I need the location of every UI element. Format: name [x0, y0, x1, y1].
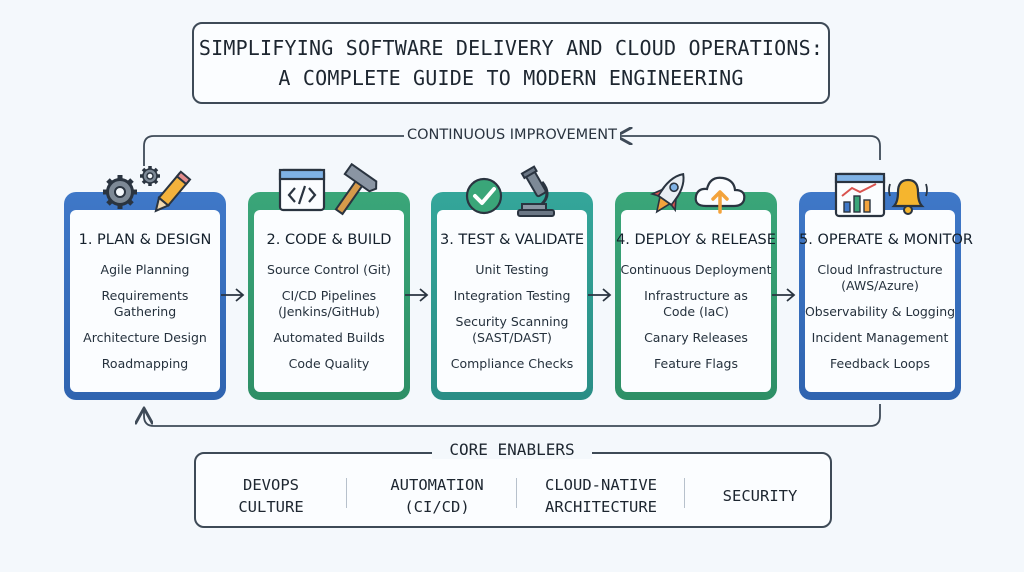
list-item: Unit Testing: [475, 262, 549, 277]
pencil-icon: [154, 170, 192, 213]
list-item: Agile Planning: [100, 262, 190, 277]
enabler-cloud-native: CLOUD-NATIVE ARCHITECTURE: [545, 476, 657, 516]
list-item: Requirements Gathering: [101, 288, 189, 319]
flow-arrow: [221, 288, 245, 302]
stage-title: 1. PLAN & DESIGN: [78, 232, 212, 248]
rocket-icon: [649, 173, 685, 214]
core-enablers-title: CORE ENABLERS: [432, 440, 592, 459]
list-item: Architecture Design: [83, 330, 207, 345]
microscope-icon: [517, 165, 555, 217]
enabler-automation: AUTOMATION (CI/CD): [390, 476, 484, 516]
list-item: Incident Management: [811, 330, 949, 345]
list-item: Cloud Infrastructure (AWS/Azure): [817, 262, 943, 293]
list-item: Source Control (Git): [267, 262, 391, 277]
list-item: Canary Releases: [644, 330, 748, 345]
title-line-1: SIMPLIFYING SOFTWARE DELIVERY AND CLOUD …: [198, 36, 824, 60]
stage-card-plan: 1. PLAN & DESIGN Agile Planning Requirem…: [64, 192, 226, 400]
list-item: Observability & Logging: [804, 304, 956, 319]
dashboard-icon: [834, 172, 886, 218]
divider: [684, 478, 685, 508]
stage-card-operate: 5. OPERATE & MONITOR Cloud Infrastructur…: [799, 192, 973, 400]
flow-arrow: [588, 288, 612, 302]
flow-arrow: [405, 288, 429, 302]
checkmark-icon: [465, 177, 503, 215]
gear-icon: [103, 166, 160, 209]
stage-title: 4. DEPLOY & RELEASE: [616, 232, 776, 248]
stage-title: 2. CODE & BUILD: [266, 232, 392, 248]
enabler-devops-culture: DEVOPS CULTURE: [238, 476, 304, 516]
list-item: Feedback Loops: [830, 356, 930, 371]
list-item: Continuous Deployment: [620, 262, 772, 277]
loop-label: CONTINUOUS IMPROVEMENT: [404, 127, 620, 143]
stage-title: 3. TEST & VALIDATE: [439, 232, 585, 248]
list-item: Automated Builds: [273, 330, 385, 345]
cloud-upload-icon: [694, 176, 746, 214]
title-box: SIMPLIFYING SOFTWARE DELIVERY AND CLOUD …: [192, 22, 830, 104]
stage-title: 5. OPERATE & MONITOR: [799, 232, 973, 248]
list-item: Compliance Checks: [450, 356, 574, 371]
code-window-icon: [278, 168, 326, 212]
list-item: Code Quality: [288, 356, 370, 371]
list-item: Infrastructure as Code (IaC): [644, 288, 748, 319]
core-enablers-box: DEVOPS CULTURE AUTOMATION (CI/CD) CLOUD-…: [194, 452, 832, 528]
stage-card-code: 2. CODE & BUILD Source Control (Git) CI/…: [248, 192, 410, 400]
divider: [516, 478, 517, 508]
list-item: CI/CD Pipelines (Jenkins/GitHub): [278, 288, 380, 319]
list-item: Feature Flags: [654, 356, 738, 371]
flow-arrow: [772, 288, 796, 302]
stage-card-test: 3. TEST & VALIDATE Unit Testing Integrat…: [431, 192, 593, 400]
divider: [346, 478, 347, 508]
hammer-icon: [334, 162, 378, 216]
title-line-2: A COMPLETE GUIDE TO MODERN ENGINEERING: [278, 66, 744, 90]
list-item: Integration Testing: [453, 288, 571, 303]
list-item: Roadmapping: [101, 356, 189, 371]
bell-icon: [888, 178, 928, 215]
enabler-security: SECURITY: [722, 487, 798, 505]
stage-card-deploy: 4. DEPLOY & RELEASE Continuous Deploymen…: [615, 192, 777, 400]
list-item: Security Scanning (SAST/DAST): [455, 314, 569, 345]
